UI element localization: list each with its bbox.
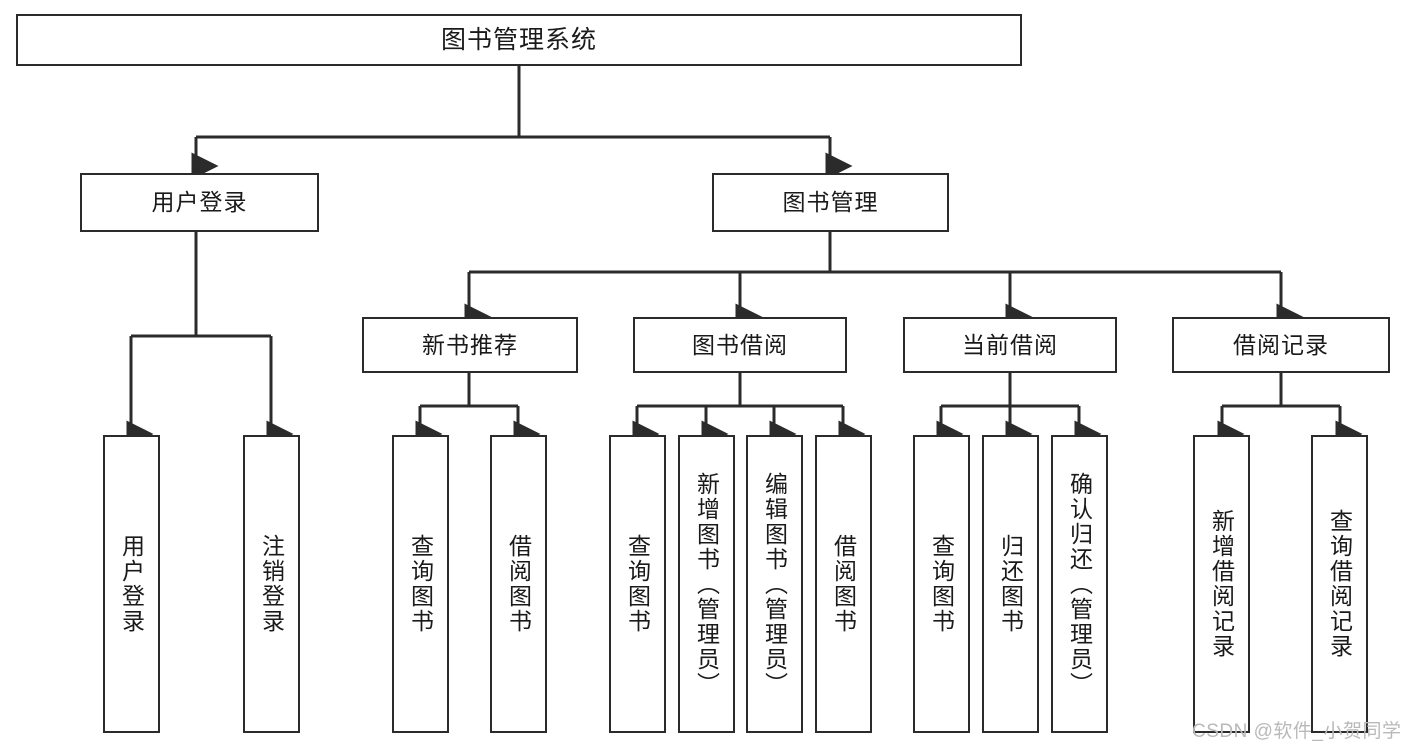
node-label: 注销登录 [258, 534, 285, 634]
leaf-add-borrow-record[interactable]: 新增借阅记录 [1193, 435, 1250, 733]
leaf-query-book-current[interactable]: 查询图书 [913, 435, 970, 733]
node-label: 借阅图书 [505, 534, 532, 634]
node-label: 新书推荐 [422, 331, 518, 358]
node-label: 查询图书 [624, 534, 651, 634]
node-current-borrow[interactable]: 当前借阅 [903, 317, 1117, 373]
node-book-borrow[interactable]: 图书借阅 [633, 317, 847, 373]
node-label: 归还图书 [997, 534, 1024, 634]
node-label: 新增借阅记录 [1208, 509, 1235, 659]
node-book-management[interactable]: 图书管理 [712, 173, 949, 232]
leaf-add-book-admin[interactable]: 新增图书（管理员） [678, 435, 735, 733]
node-label: 查询图书 [928, 534, 955, 634]
node-label: 查询借阅记录 [1326, 509, 1353, 659]
leaf-user-login[interactable]: 用户登录 [103, 435, 160, 733]
leaf-query-book-recommend[interactable]: 查询图书 [392, 435, 449, 733]
node-label: 用户登录 [151, 189, 248, 216]
node-label: 查询图书 [407, 534, 434, 634]
node-label: 图书管理 [782, 189, 879, 216]
node-label: 新增图书（管理员） [693, 471, 720, 697]
node-label: 借阅记录 [1233, 331, 1329, 358]
node-user-login[interactable]: 用户登录 [80, 173, 319, 232]
leaf-confirm-return-admin[interactable]: 确认归还（管理员） [1051, 435, 1108, 733]
node-label: 图书管理系统 [440, 25, 597, 54]
node-root-book-management-system[interactable]: 图书管理系统 [16, 14, 1022, 66]
node-label: 确认归还（管理员） [1066, 471, 1093, 697]
node-label: 用户登录 [118, 534, 145, 634]
leaf-edit-book-admin[interactable]: 编辑图书（管理员） [746, 435, 803, 733]
leaf-borrow-book[interactable]: 借阅图书 [815, 435, 872, 733]
leaf-logout[interactable]: 注销登录 [243, 435, 300, 733]
leaf-return-book[interactable]: 归还图书 [982, 435, 1039, 733]
node-label: 图书借阅 [692, 331, 788, 358]
node-label: 编辑图书（管理员） [761, 471, 788, 697]
node-new-book-recommend[interactable]: 新书推荐 [362, 317, 578, 373]
node-borrow-record[interactable]: 借阅记录 [1172, 317, 1390, 373]
node-label: 当前借阅 [962, 331, 1058, 358]
node-label: 借阅图书 [830, 534, 857, 634]
leaf-query-borrow-record[interactable]: 查询借阅记录 [1311, 435, 1368, 733]
csdn-watermark: CSDN @软件_小贺同学 [1192, 721, 1402, 742]
leaf-query-book-borrow[interactable]: 查询图书 [609, 435, 666, 733]
leaf-borrow-book-recommend[interactable]: 借阅图书 [490, 435, 547, 733]
